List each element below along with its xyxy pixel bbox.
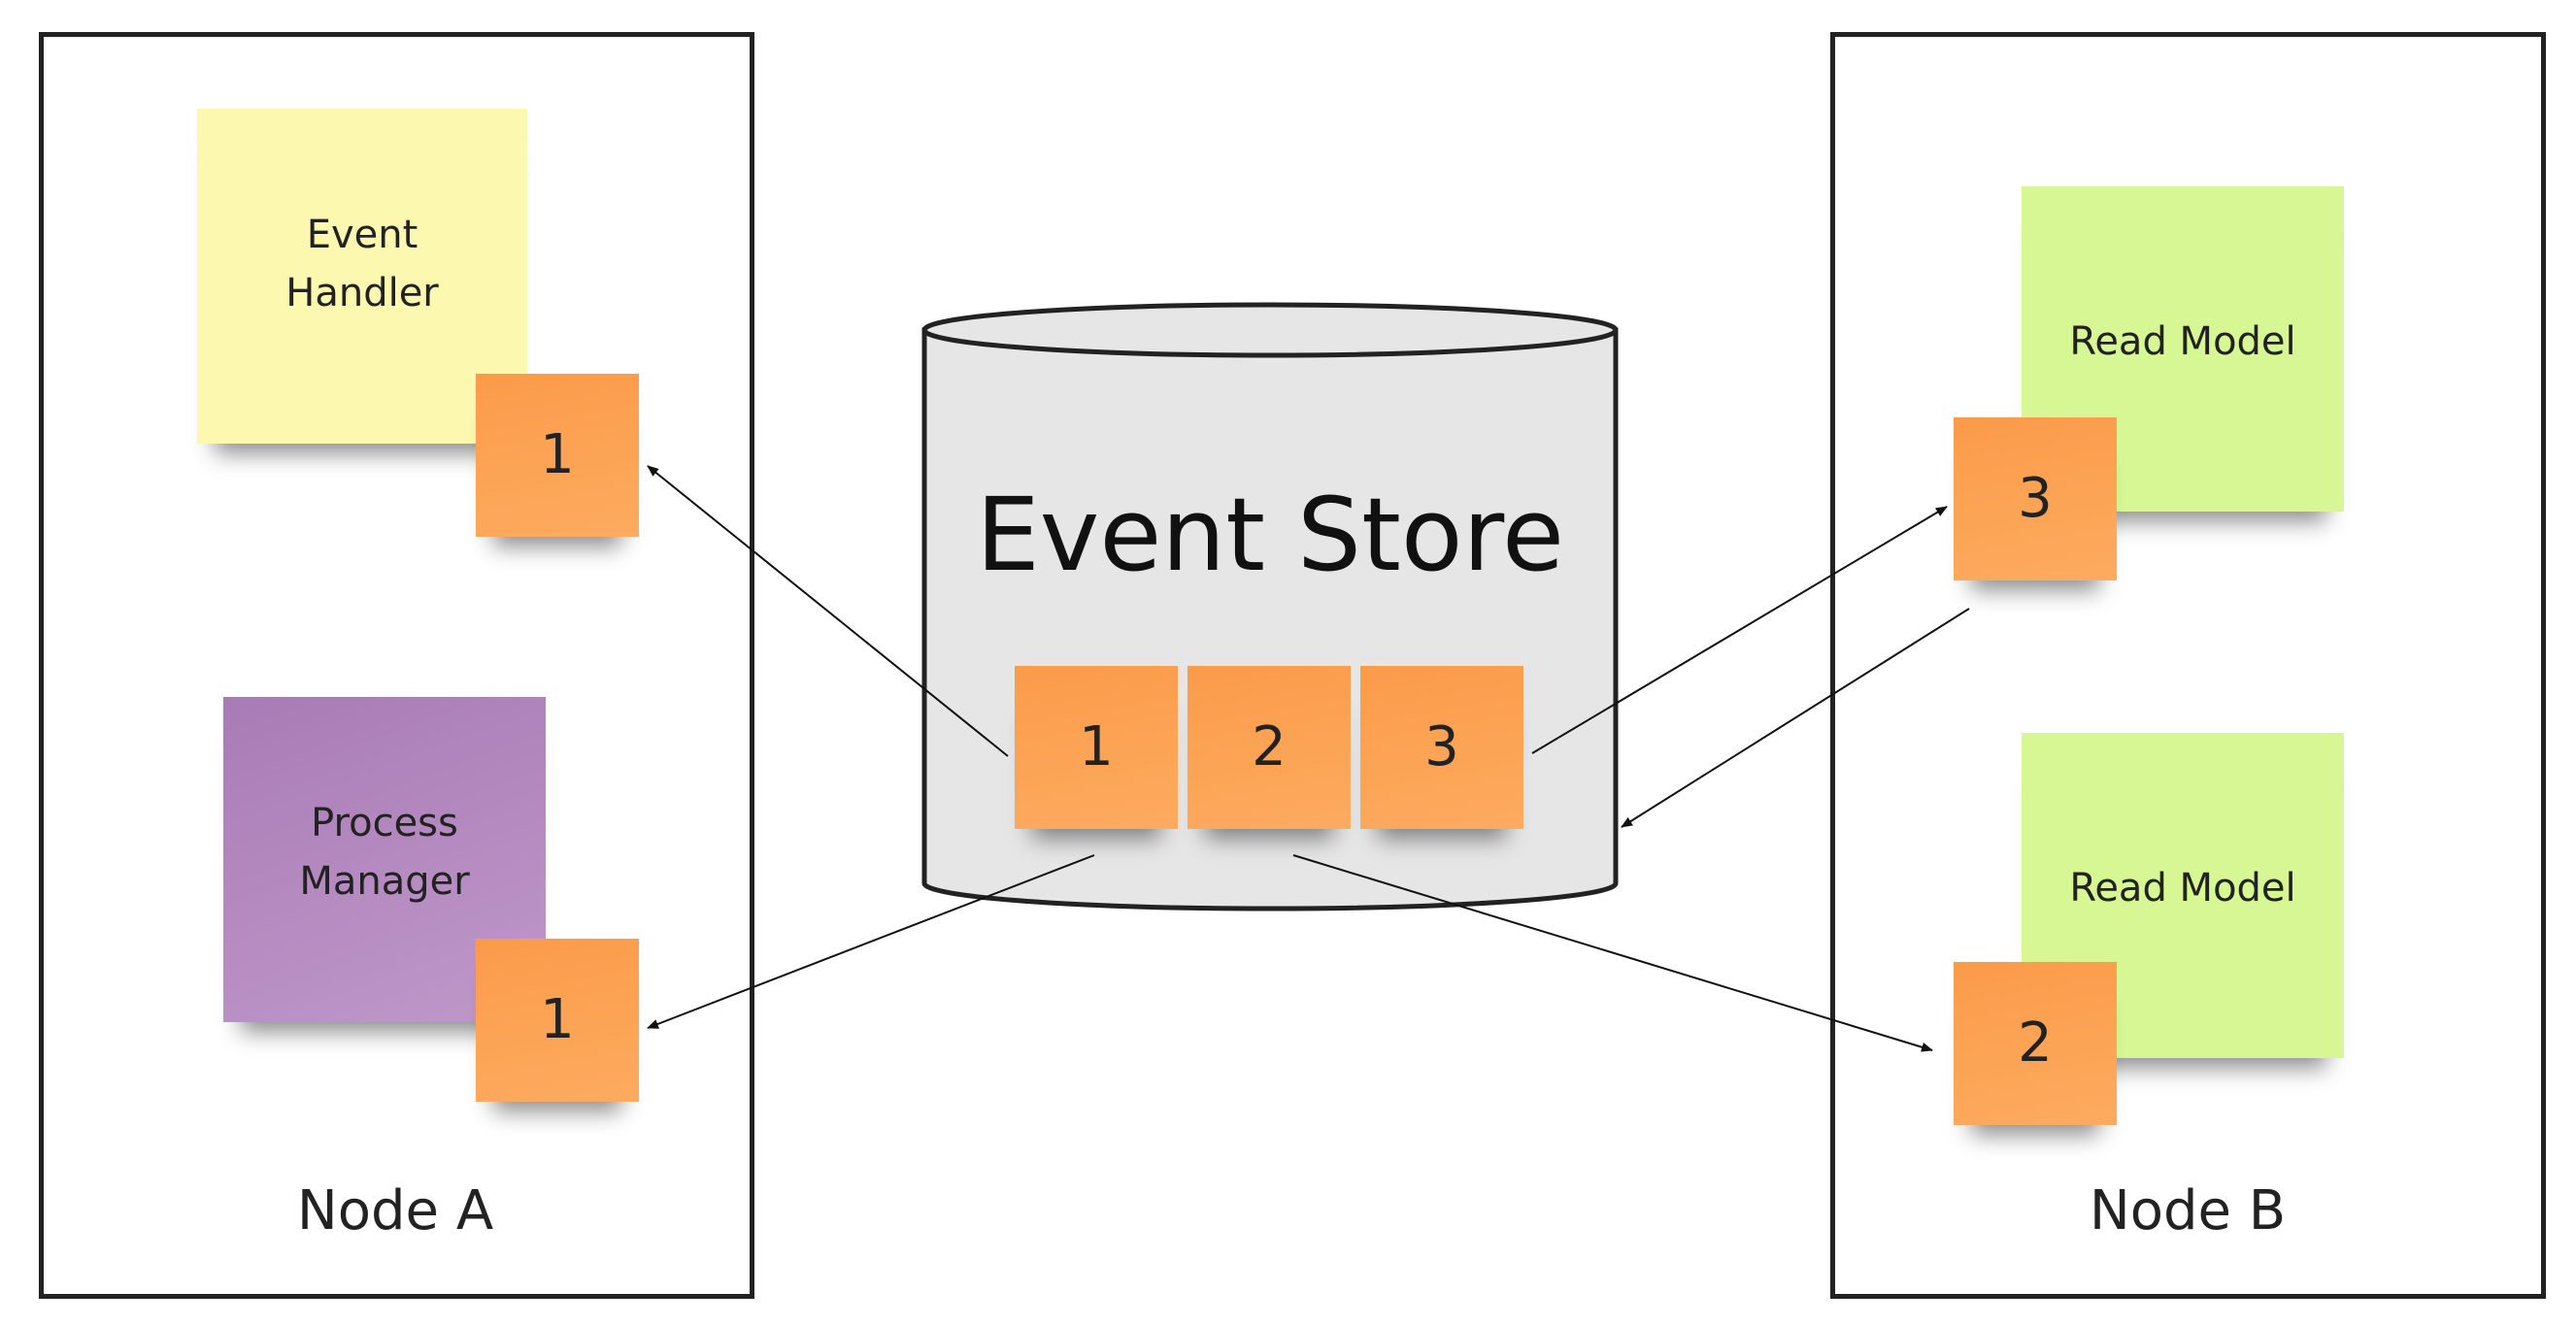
node-a-label: Node A (296, 1179, 494, 1242)
arrow-read-model-top-to-store (1621, 608, 1970, 828)
store-event-2: 2 (1188, 666, 1351, 829)
store-event-2-label: 2 (1252, 715, 1287, 778)
arrow-store-to-read-model-bottom (1292, 854, 1933, 1052)
event-handler-event: 1 (476, 374, 639, 537)
event-handler-note: Event Handler (197, 109, 527, 444)
store-event-1: 1 (1015, 666, 1178, 829)
process-manager-event: 1 (476, 939, 639, 1102)
read-model-bottom-label: Read Model (2069, 866, 2296, 911)
arrow-store-to-event-handler (647, 465, 1009, 757)
event-handler-label: Event Handler (285, 213, 439, 315)
read-model-bottom-event: 2 (1954, 962, 2117, 1125)
process-manager-label: Process Manager (299, 801, 470, 904)
event-store-title: Event Store (976, 476, 1564, 594)
arrow-store-to-read-model-top (1531, 506, 1948, 754)
arrow-store-to-process-manager (647, 854, 1095, 1029)
store-event-3-label: 3 (1424, 715, 1459, 778)
node-b-label: Node B (2089, 1179, 2287, 1242)
read-model-top-event: 3 (1954, 417, 2117, 580)
store-event-1-label: 1 (1079, 715, 1114, 778)
read-model-top-event-label: 3 (2018, 467, 2053, 530)
process-manager-event-label: 1 (540, 988, 575, 1051)
read-model-top-label: Read Model (2069, 319, 2296, 364)
read-model-bottom-event-label: 2 (2018, 1011, 2053, 1075)
event-handler-event-label: 1 (540, 423, 575, 486)
store-event-3: 3 (1360, 666, 1523, 829)
